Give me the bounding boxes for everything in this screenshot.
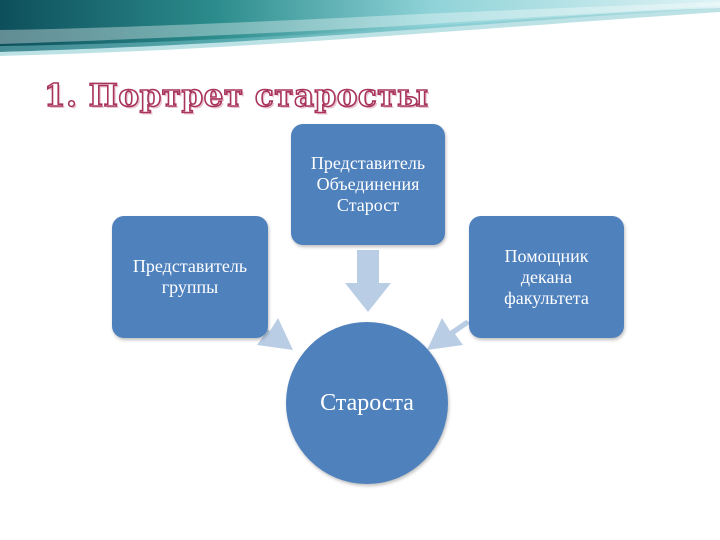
group-representative-box: Представитель группы — [112, 216, 268, 338]
slide-title: 1. Портрет старосты — [43, 77, 429, 115]
arrow-down — [345, 250, 391, 312]
arrow-right-diagonal — [427, 318, 471, 350]
dean-assistant-box: Помощник декана факультета — [469, 216, 624, 338]
header-decoration — [0, 0, 720, 56]
representative-association-box: Представитель Объединения Старост — [291, 124, 445, 245]
starosta-circle: Староста — [286, 322, 448, 484]
